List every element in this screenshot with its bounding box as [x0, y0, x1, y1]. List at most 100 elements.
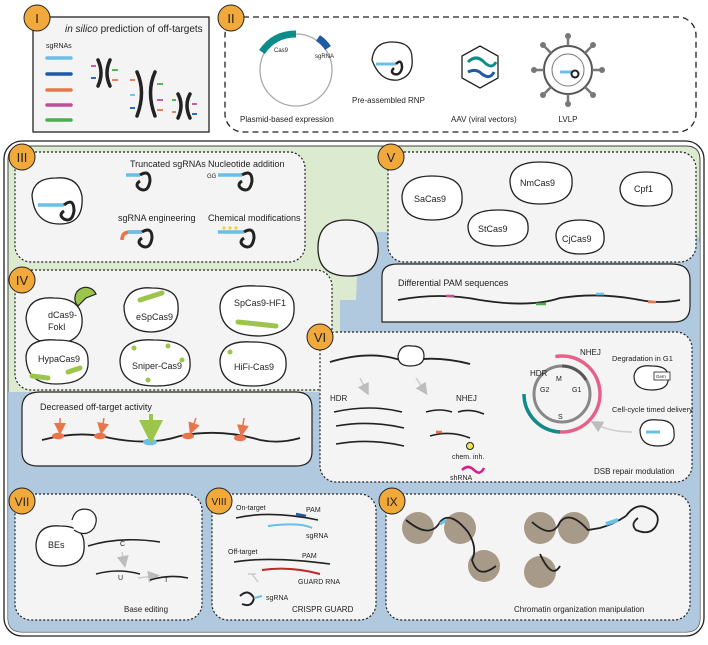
lvlp-label: LVLP — [559, 115, 578, 124]
sgrna-off-label: sgRNA — [266, 595, 289, 602]
ortholog-sacas9: SaCas9 — [414, 194, 446, 204]
panel-i: in silico prediction of off-targets sgRN… — [23, 4, 210, 133]
gg-label: GG — [207, 174, 217, 180]
panel-viii: On-target PAM sgRNA Off-target PAM GUARD… — [205, 487, 377, 621]
u-label: U — [118, 575, 123, 582]
sgrna-color-bars — [45, 56, 73, 122]
panel-i-badge — [23, 4, 51, 32]
guard-rna-strand — [261, 567, 321, 575]
nucleosome-icons — [402, 512, 590, 588]
panel-i-title-italic: in silico — [65, 24, 98, 35]
decreased-off-target-box: Decreased off-target activity — [21, 391, 313, 467]
aav-capsid-icon — [461, 45, 499, 89]
panel-vi-footer: DSB repair modulation — [594, 467, 674, 476]
spcas9-center — [317, 219, 379, 277]
chemical-mod-dots — [222, 226, 238, 230]
cas9-gene — [259, 30, 297, 55]
pam-label: Differential PAM sequences — [398, 278, 509, 288]
nhej-mid-label: NHEJ — [456, 394, 477, 403]
panel-iv-badge — [8, 266, 36, 294]
panel-iii: Truncated sgRNAs Nucleotide addition GG … — [8, 143, 306, 263]
sgrna-on-label: sgRNA — [306, 533, 329, 540]
panel-ix-number: IX — [386, 495, 397, 509]
panel-viii-number: VIII — [211, 497, 226, 508]
engineering-label: sgRNA engineering — [118, 213, 196, 223]
panel-i-title-rest: prediction of off-targets — [98, 24, 203, 35]
sgrnas-label: sgRNAs — [46, 43, 72, 50]
panel-iv-number: IV — [16, 273, 29, 288]
plasmid-label: Plasmid-based expression — [240, 115, 334, 124]
plasmid-sgrna-label: sgRNA — [315, 54, 334, 60]
sgrna-gene — [316, 35, 331, 50]
guard-rna-label: GUARD RNA — [298, 579, 340, 586]
base-editor-icon — [35, 525, 85, 567]
geminin-label: Gem — [656, 374, 666, 379]
lvlp-icon — [531, 33, 605, 107]
nucleotide-label: Nucleotide addition — [208, 159, 285, 169]
engineered-sgrna-icon — [137, 228, 154, 249]
hdr-left-label: HDR — [330, 394, 348, 403]
phase-s: S — [558, 414, 563, 421]
panel-vii: BEs C U T Base editing VII — [8, 487, 203, 621]
degradation-label: Degradation in G1 — [612, 354, 673, 363]
rnp-label: Pre-assembled RNP — [352, 96, 425, 105]
hdr-cycle-label: HDR — [530, 369, 548, 378]
off-target-label: Off-target — [228, 549, 257, 556]
panel-ix-badge — [378, 487, 406, 515]
pam-off-label: PAM — [302, 553, 317, 560]
variant-spcas9-hf1: SpCas9-HF1 — [234, 298, 286, 308]
dcas9-line1: dCas9- — [48, 310, 77, 320]
chemical-sgrna-icon — [239, 228, 256, 249]
panel-ix-footer: Chromatin organization manipulation — [514, 605, 644, 614]
t-label: T — [164, 577, 169, 584]
decreased-label: Decreased off-target activity — [40, 402, 152, 412]
on-target-label: On-target — [236, 505, 266, 512]
chromatin-cas9-icon — [625, 505, 659, 534]
panel-iv: dCas9- FokI eSpCas9 SpCas9-HF1 HypaCas9 … — [8, 266, 333, 391]
pam-box: Differential PAM sequences — [381, 263, 691, 323]
panel-v-number: V — [387, 150, 396, 165]
plasmid-cas9-label: Cas9 — [274, 48, 289, 54]
panel-ii-number: II — [227, 11, 234, 26]
panel-vii-footer: Base editing — [124, 605, 168, 614]
svg-text:in silico prediction of off-ta: in silico prediction of off-targets — [65, 24, 203, 35]
bes-label: BEs — [48, 540, 65, 550]
c-label: C — [120, 541, 125, 548]
panel-vi-number: VI — [314, 330, 326, 345]
shrna-icon — [461, 465, 486, 474]
variant-hypacas9: HypaCas9 — [38, 354, 80, 364]
nhej-cycle-label: NHEJ — [580, 348, 601, 357]
panel-ii-badge — [217, 4, 245, 32]
panel-viii-footer: CRISPR GUARD — [292, 605, 354, 614]
foki-icon — [74, 286, 97, 307]
shrna-label: shRNA — [450, 475, 473, 482]
phase-g2: G2 — [540, 387, 549, 394]
panel-iii-badge — [8, 143, 36, 171]
phase-m: M — [556, 376, 562, 383]
panel-v-badge — [377, 143, 405, 171]
aav-label: AAV (viral vectors) — [451, 115, 517, 124]
ortholog-nmcas9: NmCas9 — [520, 178, 555, 188]
ortholog-stcas9: StCas9 — [478, 224, 508, 234]
chem-inh-label: chem. inh. — [452, 454, 484, 461]
panel-v: SaCas9 NmCas9 Cpf1 StCas9 CjCas9 V — [377, 143, 697, 263]
truncated-sgrna-icon — [135, 171, 152, 192]
cas9-sgrna-icon — [31, 177, 83, 225]
rnp-icon — [371, 41, 413, 81]
panel-iii-number: III — [17, 150, 28, 165]
cell-cycle-icon — [522, 354, 602, 434]
pam-on-label: PAM — [306, 507, 321, 514]
panel-ix: Chromatin organization manipulation IX — [378, 487, 691, 621]
variant-espcas9: eSpCas9 — [136, 312, 173, 322]
panel-i-number: I — [35, 11, 39, 26]
off-target-marks — [91, 65, 197, 115]
truncated-label: Truncated sgRNAs — [130, 159, 206, 169]
timed-delivery-label: Cell-cycle timed delivery — [612, 405, 693, 414]
dcas9-line2: FokI — [48, 322, 66, 332]
chemical-label: Chemical modifications — [208, 213, 301, 223]
ortholog-cjcas9: CjCas9 — [562, 234, 592, 244]
panel-vii-number: VII — [15, 495, 30, 509]
panel-ii: Cas9 sgRNA Plasmid-based expression Pre-… — [217, 4, 697, 133]
